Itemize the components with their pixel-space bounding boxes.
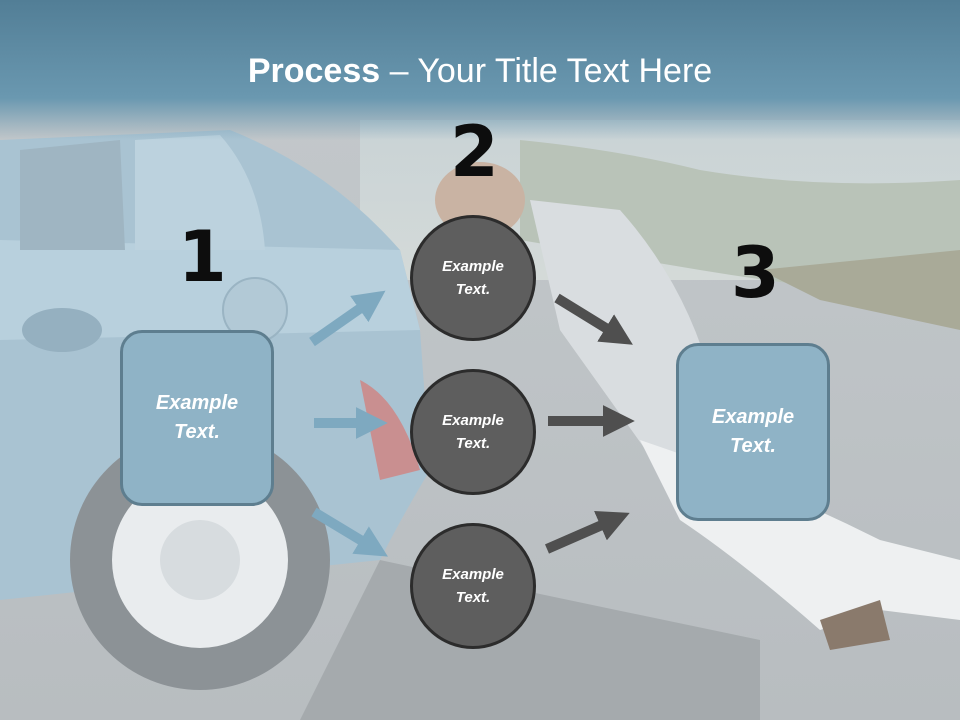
step-2-circle-top[interactable]: Example Text. — [410, 215, 536, 341]
step-1-box[interactable]: Example Text. — [120, 330, 274, 506]
arrow-2c-to-3 — [544, 511, 630, 554]
circle-middle-line1: Example — [442, 412, 504, 429]
step-1-text-line2: Text. — [174, 421, 220, 443]
step-3-text-line1: Example — [711, 406, 795, 428]
circle-top-line2: Text. — [455, 281, 491, 298]
arrow-2a-to-3 — [554, 293, 633, 345]
circle-bottom-line2: Text. — [455, 589, 491, 606]
title-bar — [0, 0, 960, 140]
step-3-text: Example Text. — [712, 403, 794, 461]
circle-middle-line2: Text. — [455, 435, 491, 452]
arrow-1-to-2c — [311, 507, 388, 557]
title-bold: Process — [247, 52, 381, 90]
step-3-box[interactable]: Example Text. — [676, 343, 830, 521]
title-rest: – Your Title Text Here — [380, 52, 713, 90]
step-number-1: 1 — [178, 216, 227, 298]
step-1-text: Example Text. — [156, 389, 238, 447]
slide-title: Process – Your Title Text Here — [0, 52, 960, 91]
circle-top-line1: Example — [442, 258, 504, 275]
arrow-1-to-2a — [309, 290, 386, 347]
circle-bottom-line1: Example — [442, 566, 504, 583]
step-number-2: 2 — [450, 111, 499, 193]
step-3-text-line2: Text. — [730, 435, 776, 457]
step-number-3: 3 — [731, 232, 780, 314]
step-2-circle-middle[interactable]: Example Text. — [410, 369, 536, 495]
step-1-text-line1: Example — [155, 392, 239, 414]
step-2-circle-bottom[interactable]: Example Text. — [410, 523, 536, 649]
